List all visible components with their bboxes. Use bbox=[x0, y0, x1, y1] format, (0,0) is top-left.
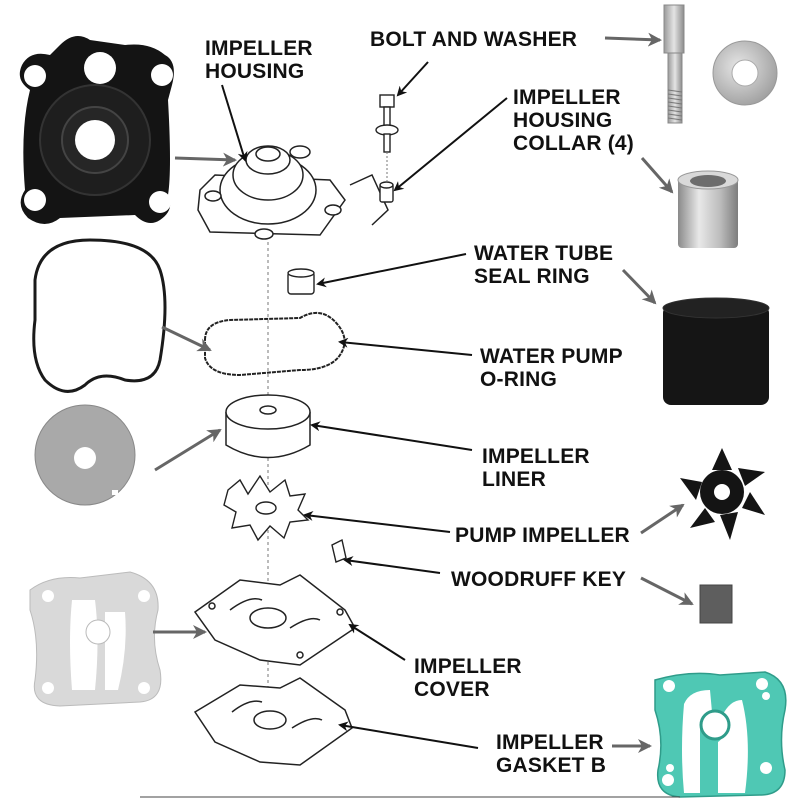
label-impeller-housing: IMPELLER HOUSING bbox=[205, 37, 313, 83]
liner-plate-photo bbox=[34, 404, 136, 506]
o-ring-drawing bbox=[204, 311, 346, 377]
label-line: LINER bbox=[482, 468, 546, 491]
label-line: BOLT AND WASHER bbox=[370, 28, 578, 51]
label-line: HOUSING bbox=[205, 60, 305, 83]
label-line: IMPELLER bbox=[513, 86, 621, 109]
impeller-drawing bbox=[223, 474, 310, 542]
seal-ring-photo bbox=[662, 297, 770, 405]
label-water-tube-seal-ring: WATER TUBE SEAL RING bbox=[474, 242, 613, 288]
washer-photo bbox=[712, 40, 778, 106]
impeller-photo bbox=[680, 448, 765, 540]
leader-liner bbox=[310, 421, 473, 451]
label-line: IMPELLER bbox=[496, 731, 604, 754]
label-impeller-liner: IMPELLER LINER bbox=[482, 445, 590, 491]
leader-bolt bbox=[396, 61, 429, 97]
label-water-pump-o-ring: WATER PUMP O-RING bbox=[480, 345, 623, 391]
arrow-woodruff-photo bbox=[640, 576, 694, 606]
label-line: COLLAR (4) bbox=[513, 132, 634, 155]
leader-gasket bbox=[338, 721, 479, 749]
collar-photo bbox=[677, 170, 739, 248]
woodruff-key-drawing bbox=[331, 538, 347, 563]
label-line: IMPELLER bbox=[482, 445, 590, 468]
leader-pump-impeller bbox=[303, 510, 451, 533]
arrow-bolt-photo bbox=[604, 32, 662, 47]
leader-cover bbox=[348, 623, 406, 661]
label-line: IMPELLER bbox=[205, 37, 313, 60]
label-line: PUMP IMPELLER bbox=[455, 524, 630, 547]
leader-woodruff bbox=[343, 556, 441, 574]
label-bolt-and-washer: BOLT AND WASHER bbox=[370, 28, 577, 51]
bolt-photo bbox=[663, 4, 685, 124]
label-line: WOODRUFF KEY bbox=[451, 568, 627, 591]
cover-drawing bbox=[193, 574, 356, 666]
label-line: HOUSING bbox=[513, 109, 613, 132]
leader-o-ring bbox=[338, 337, 473, 356]
seal-ring-drawing bbox=[287, 268, 315, 295]
arrow-impeller-photo bbox=[640, 503, 685, 535]
label-woodruff-key: WOODRUFF KEY bbox=[451, 568, 626, 591]
leader-impeller-housing bbox=[221, 84, 248, 162]
arrow-liner-photo bbox=[154, 428, 222, 472]
label-line: COVER bbox=[414, 678, 490, 701]
gasket-drawing bbox=[193, 677, 353, 766]
label-line: GASKET B bbox=[496, 754, 607, 777]
arrow-seal-ring-photo bbox=[621, 268, 657, 305]
label-impeller-gasket-b: IMPELLER GASKET B bbox=[496, 731, 606, 777]
arrow-collar-photo bbox=[640, 157, 674, 194]
leader-collar bbox=[393, 97, 508, 192]
bolt-drawing bbox=[375, 94, 399, 153]
leader-seal-ring bbox=[316, 253, 467, 288]
arrow-housing-photo bbox=[174, 152, 237, 167]
gasket-b-photo bbox=[654, 671, 787, 798]
woodruff-key-photo bbox=[699, 584, 733, 624]
housing-drawing bbox=[197, 145, 389, 240]
label-pump-impeller: PUMP IMPELLER bbox=[455, 524, 630, 547]
label-impeller-housing-collar: IMPELLER HOUSING COLLAR (4) bbox=[513, 86, 634, 155]
collar-drawing bbox=[379, 181, 394, 203]
label-line: WATER PUMP bbox=[480, 345, 623, 368]
label-line: WATER TUBE bbox=[474, 242, 614, 265]
cover-photo bbox=[29, 571, 162, 707]
label-line: SEAL RING bbox=[474, 265, 590, 288]
label-impeller-cover: IMPELLER COVER bbox=[414, 655, 522, 701]
arrow-o-ring-photo bbox=[161, 325, 212, 352]
liner-drawing bbox=[225, 394, 311, 459]
o-ring-photo bbox=[32, 238, 167, 393]
label-line: O-RING bbox=[480, 368, 558, 391]
label-line: IMPELLER bbox=[414, 655, 522, 678]
housing-photo bbox=[19, 36, 174, 224]
